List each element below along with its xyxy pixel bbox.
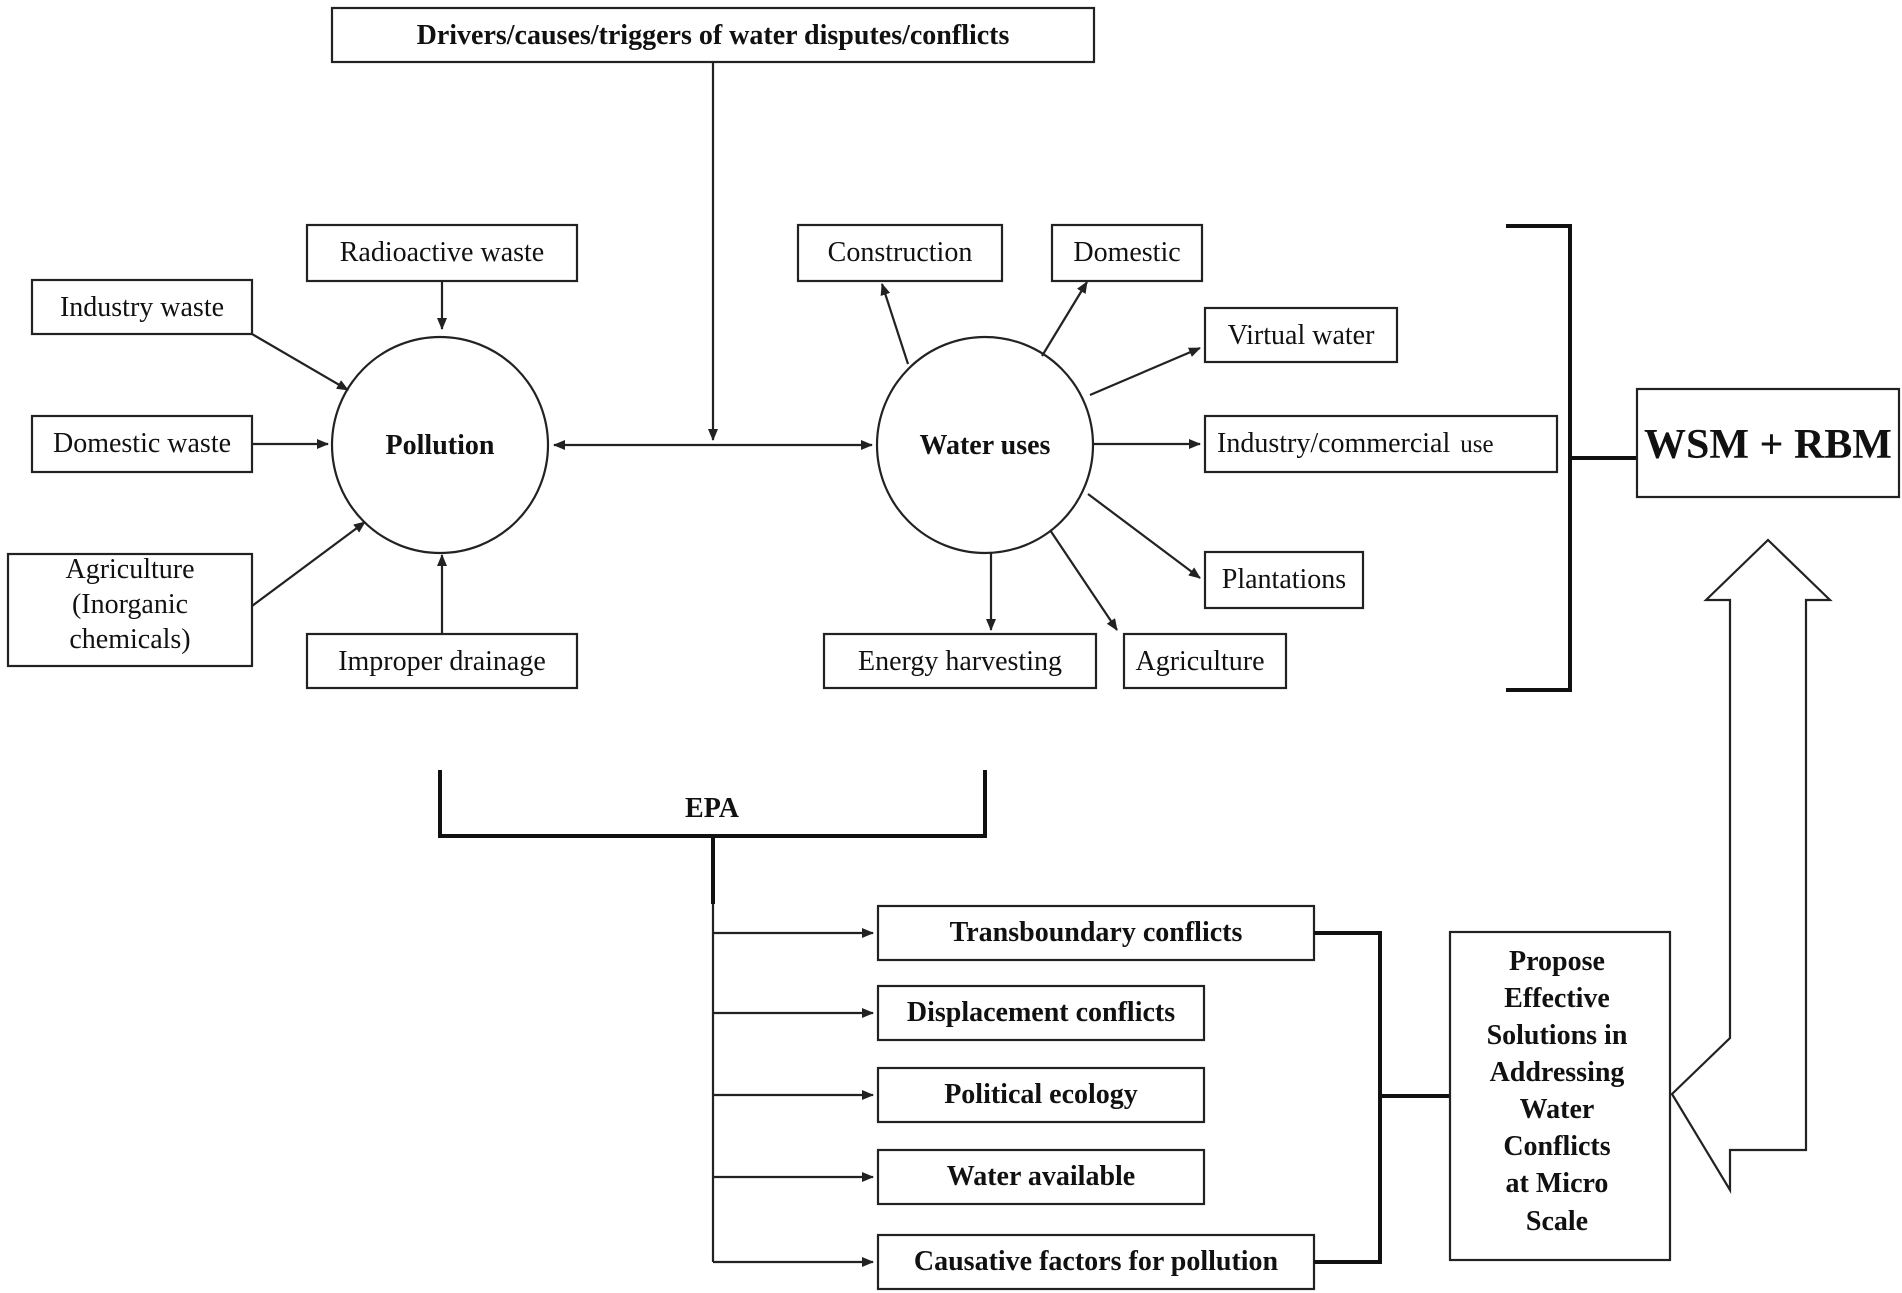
- proposal-line-2: Effective: [1504, 983, 1610, 1014]
- agriculture-line-3: chemicals): [69, 624, 190, 655]
- domestic-arrow: [1041, 281, 1088, 357]
- virtual-water-arrow: [1089, 346, 1201, 397]
- agriculture-use-box: Agriculture: [1122, 632, 1288, 690]
- construction-arrow: [880, 283, 910, 365]
- wsm-rbm-label: WSM + RBM: [1644, 422, 1892, 468]
- industry-commercial-text: Industry/commercial: [1217, 428, 1450, 459]
- drivers-title: Drivers/causes/triggers of water dispute…: [417, 20, 1010, 51]
- transboundary-box: Transboundary conflicts: [876, 904, 1316, 962]
- agriculture-use-arrow: [1049, 529, 1118, 631]
- improper-drainage-box: Improper drainage: [305, 632, 579, 690]
- water-uses-node: Water uses: [875, 335, 1095, 555]
- displacement-label: Displacement conflicts: [907, 997, 1175, 1028]
- domestic-waste-box: Domestic waste: [30, 414, 254, 474]
- water-available-label: Water available: [947, 1161, 1135, 1192]
- causative-box: Causative factors for pollution: [876, 1233, 1316, 1291]
- domestic-box: Domestic: [1050, 223, 1204, 283]
- proposal-line-6: Conflicts: [1503, 1131, 1610, 1162]
- agriculture-chemicals-box: Agriculture (Inorganic chemicals): [6, 552, 254, 668]
- conflicts-bracket: [1314, 931, 1382, 1264]
- drivers-title-box: Drivers/causes/triggers of water dispute…: [330, 6, 1096, 64]
- industry-commercial-label: Industry/commercial use: [1217, 428, 1494, 459]
- energy-harvesting-box: Energy harvesting: [822, 632, 1098, 690]
- pollution-node: Pollution: [330, 335, 550, 555]
- construction-label: Construction: [828, 237, 973, 268]
- wsm-rbm-box: WSM + RBM: [1635, 387, 1901, 499]
- agriculture-line-2: (Inorganic: [72, 589, 188, 620]
- virtual-water-box: Virtual water: [1203, 306, 1399, 364]
- construction-box: Construction: [796, 223, 1004, 283]
- radioactive-waste-label: Radioactive waste: [340, 237, 544, 268]
- agriculture-line-1: Agriculture: [65, 554, 194, 585]
- virtual-water-label: Virtual water: [1228, 320, 1375, 351]
- proposal-box: Propose Effective Solutions in Addressin…: [1448, 930, 1672, 1262]
- industry-use-text: use: [1460, 431, 1493, 458]
- industry-waste-arrow: [251, 333, 349, 391]
- political-ecology-label: Political ecology: [944, 1079, 1138, 1110]
- energy-harvesting-label: Energy harvesting: [858, 646, 1062, 677]
- water-available-box: Water available: [876, 1148, 1206, 1206]
- industry-waste-label: Industry waste: [60, 292, 224, 323]
- proposal-line-4: Addressing: [1490, 1057, 1625, 1088]
- political-ecology-box: Political ecology: [876, 1066, 1206, 1124]
- displacement-box: Displacement conflicts: [876, 984, 1206, 1042]
- epa-label: EPA: [685, 793, 740, 824]
- domestic-waste-label: Domestic waste: [53, 428, 231, 459]
- industry-commercial-box: Industry/commercial use: [1203, 414, 1559, 474]
- agriculture-chemicals-arrow: [251, 521, 366, 607]
- plantations-arrow: [1087, 493, 1201, 579]
- agriculture-use-label: Agriculture: [1135, 646, 1264, 677]
- water-uses-label: Water uses: [920, 430, 1051, 461]
- domestic-label: Domestic: [1073, 237, 1180, 268]
- radioactive-waste-box: Radioactive waste: [305, 223, 579, 283]
- proposal-line-7: at Micro: [1506, 1168, 1609, 1199]
- hollow-up-arrow: [1670, 538, 1833, 1194]
- transboundary-label: Transboundary conflicts: [950, 917, 1243, 948]
- plantations-box: Plantations: [1203, 550, 1365, 610]
- proposal-line-1: Propose: [1509, 946, 1605, 977]
- plantations-label: Plantations: [1222, 564, 1346, 595]
- industry-waste-box: Industry waste: [30, 278, 254, 336]
- causative-label: Causative factors for pollution: [914, 1246, 1279, 1277]
- pollution-label: Pollution: [386, 430, 495, 461]
- proposal-line-3: Solutions in: [1487, 1020, 1628, 1051]
- improper-drainage-label: Improper drainage: [338, 646, 546, 677]
- proposal-line-8: Scale: [1526, 1206, 1588, 1237]
- proposal-line-5: Water: [1520, 1094, 1595, 1125]
